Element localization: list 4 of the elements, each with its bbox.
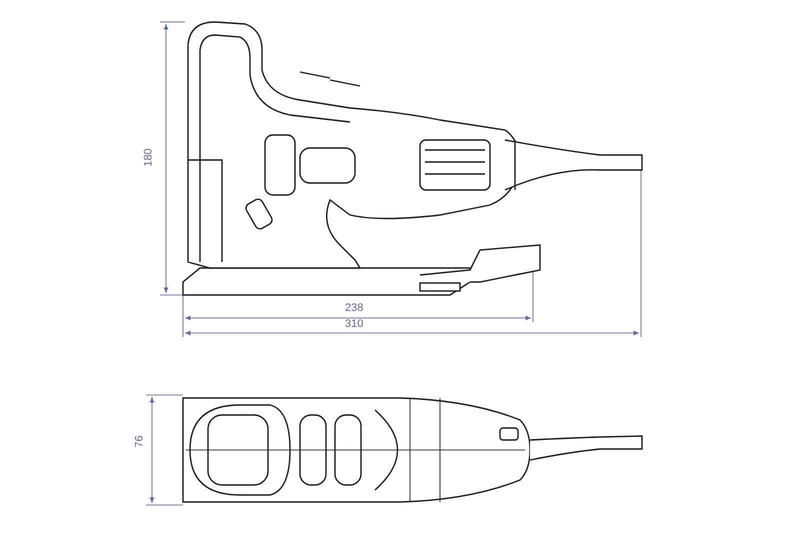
dimension-label: 310 [345,319,364,330]
dimension-label: 180 [144,148,155,167]
dimension-label: 76 [134,435,146,448]
dimension-label: 238 [345,303,364,314]
